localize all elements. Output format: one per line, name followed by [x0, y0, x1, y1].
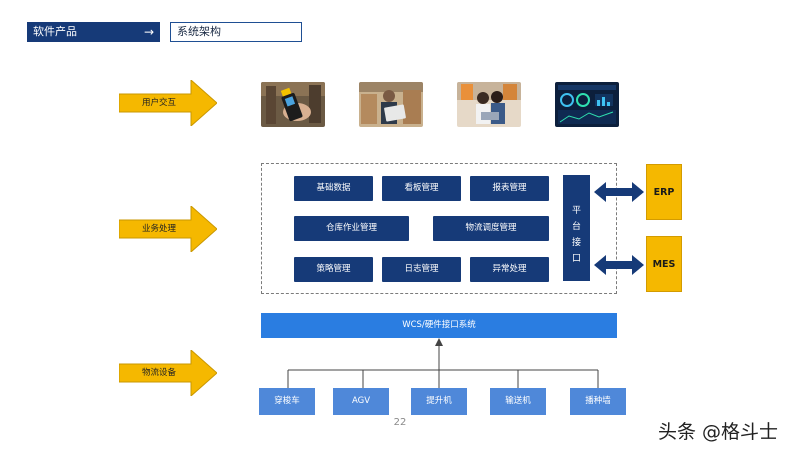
- arrow-right-icon: [119, 206, 217, 252]
- module-strategy[interactable]: 策略管理: [294, 257, 373, 282]
- module-logistics-dispatch[interactable]: 物流调度管理: [433, 216, 549, 241]
- business-layer-box: [261, 163, 617, 294]
- platform-char: 接: [571, 238, 581, 248]
- wcs-hardware-interface[interactable]: WCS/硬件接口系统: [261, 313, 617, 338]
- module-exception[interactable]: 异常处理: [470, 257, 549, 282]
- module-log[interactable]: 日志管理: [382, 257, 461, 282]
- breadcrumb-current[interactable]: 系统架构: [170, 22, 302, 42]
- breadcrumb-parent[interactable]: 软件产品 →: [27, 22, 160, 42]
- arrow-right-icon: →: [143, 25, 154, 39]
- page-number: 22: [393, 417, 407, 428]
- platform-char: 口: [571, 254, 581, 264]
- layer-label-user: 用户交互: [141, 98, 176, 108]
- platform-char: 平: [571, 206, 581, 216]
- module-warehouse-ops[interactable]: 仓库作业管理: [294, 216, 409, 241]
- device-lift[interactable]: 提升机: [411, 388, 467, 415]
- photo-dashboard-screen: [555, 82, 619, 127]
- breadcrumb-current-label: 系统架构: [177, 25, 221, 38]
- layer-arrow-equipment: 物流设备: [119, 350, 217, 396]
- device-agv[interactable]: AGV: [333, 388, 389, 415]
- arrow-right-icon: [119, 80, 217, 126]
- watermark: 头条 @格斗士: [658, 421, 779, 443]
- erp-system[interactable]: ERP: [646, 164, 682, 220]
- platform-interface[interactable]: 平 台 接 口: [563, 175, 590, 281]
- layer-label-business: 业务处理: [141, 224, 176, 234]
- device-conveyor[interactable]: 输送机: [490, 388, 546, 415]
- layer-arrow-business: 业务处理: [119, 206, 217, 252]
- layer-label-equipment: 物流设备: [141, 368, 176, 378]
- photo-handheld-scanner: [261, 82, 325, 127]
- platform-char: 台: [571, 222, 581, 232]
- double-arrow-icon: [594, 182, 644, 275]
- photo-tablet-worker: [359, 82, 423, 127]
- layer-arrow-user: 用户交互: [119, 80, 217, 126]
- breadcrumb-parent-label: 软件产品: [33, 25, 77, 38]
- mes-system[interactable]: MES: [646, 236, 682, 292]
- arrow-right-icon: [119, 350, 217, 396]
- device-connector-lines: [287, 338, 599, 388]
- module-basic-data[interactable]: 基础数据: [294, 176, 373, 201]
- module-dashboard[interactable]: 看板管理: [382, 176, 461, 201]
- device-shuttle[interactable]: 穿梭车: [259, 388, 315, 415]
- photo-warehouse-team: [457, 82, 521, 127]
- connector-arrow-icon: [435, 338, 443, 346]
- device-put-wall[interactable]: 播种墙: [570, 388, 626, 415]
- module-report[interactable]: 报表管理: [470, 176, 549, 201]
